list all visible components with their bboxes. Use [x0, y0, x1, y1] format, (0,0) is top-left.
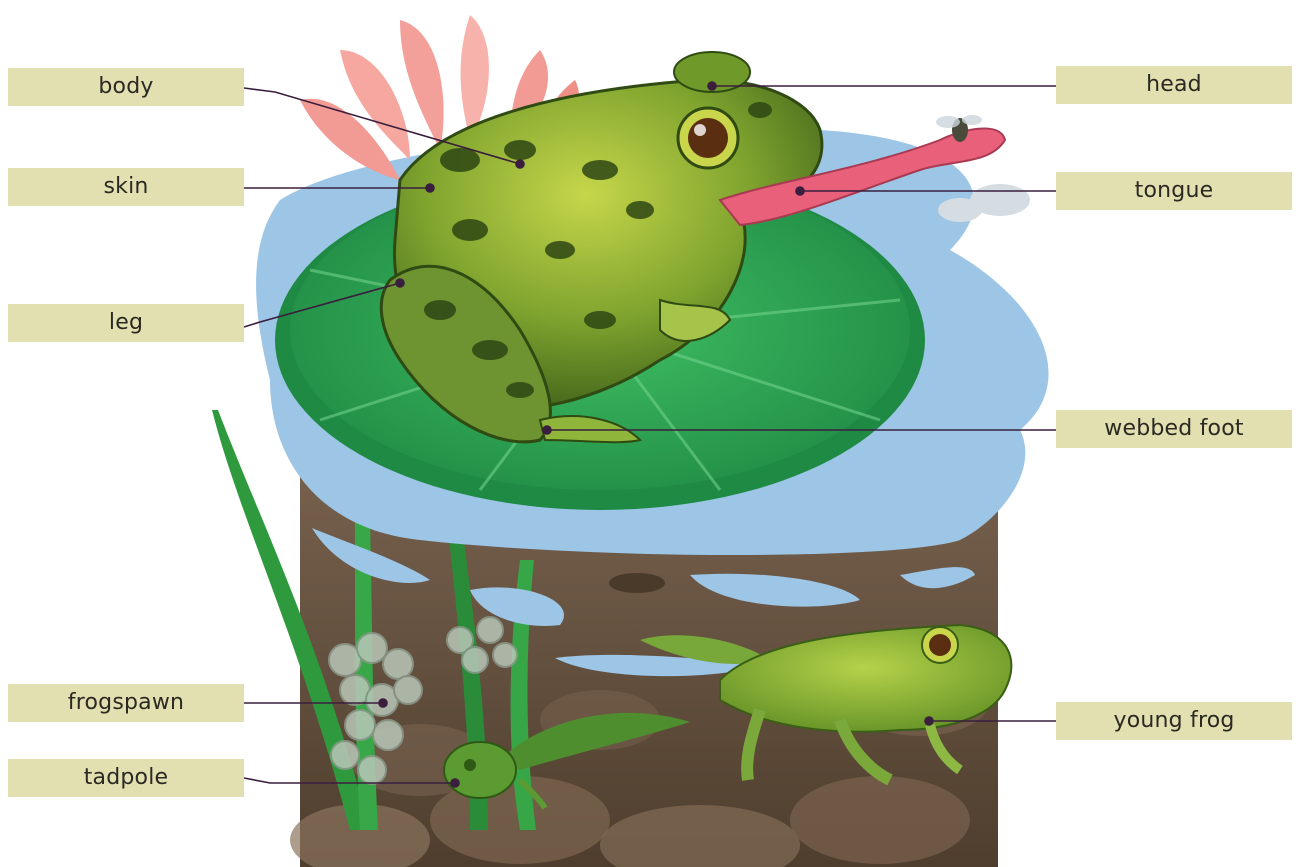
- label-young-frog: young frog: [1056, 702, 1292, 740]
- label-tadpole: tadpole: [8, 759, 244, 797]
- label-frogspawn: frogspawn: [8, 684, 244, 722]
- label-body: body: [8, 68, 244, 106]
- label-head: head: [1056, 66, 1292, 104]
- label-tongue: tongue: [1056, 172, 1292, 210]
- label-leg: leg: [8, 304, 244, 342]
- label-skin: skin: [8, 168, 244, 206]
- label-webbed-foot: webbed foot: [1056, 410, 1292, 448]
